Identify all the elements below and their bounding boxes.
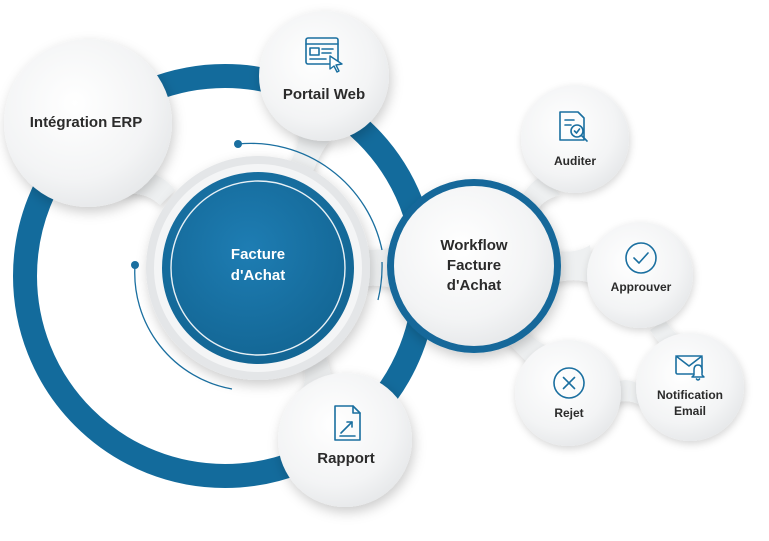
document-magnifier-icon xyxy=(559,111,588,142)
rapport-label: Rapport xyxy=(317,450,375,467)
notification-label-line2: Email xyxy=(674,404,706,418)
decor-arcs xyxy=(131,140,383,390)
envelope-bell-icon xyxy=(675,355,705,381)
portail-label: Portail Web xyxy=(283,86,365,103)
node-center xyxy=(146,156,370,380)
center-label-line2: d'Achat xyxy=(231,267,285,284)
x-circle-icon xyxy=(553,367,585,399)
report-chart-icon xyxy=(334,405,361,441)
node-rejet xyxy=(515,340,621,446)
approuver-label: Approuver xyxy=(611,280,672,294)
notification-label-line1: Notification xyxy=(657,388,723,402)
erp-label: Intégration ERP xyxy=(30,114,143,131)
node-workflow xyxy=(387,179,561,353)
workflow-label-line1: Workflow xyxy=(440,237,508,254)
workflow-label-line3: d'Achat xyxy=(447,277,501,294)
rejet-label: Rejet xyxy=(554,406,583,420)
node-auditer xyxy=(521,85,629,193)
center-label-line1: Facture xyxy=(231,246,285,263)
node-notification xyxy=(636,333,744,441)
workflow-label-line2: Facture xyxy=(447,257,501,274)
auditer-label: Auditer xyxy=(554,154,596,168)
node-portail xyxy=(259,11,389,141)
browser-cursor-icon xyxy=(305,37,343,73)
node-erp xyxy=(4,39,172,207)
node-approuver xyxy=(587,222,693,328)
check-circle-icon xyxy=(625,242,657,274)
